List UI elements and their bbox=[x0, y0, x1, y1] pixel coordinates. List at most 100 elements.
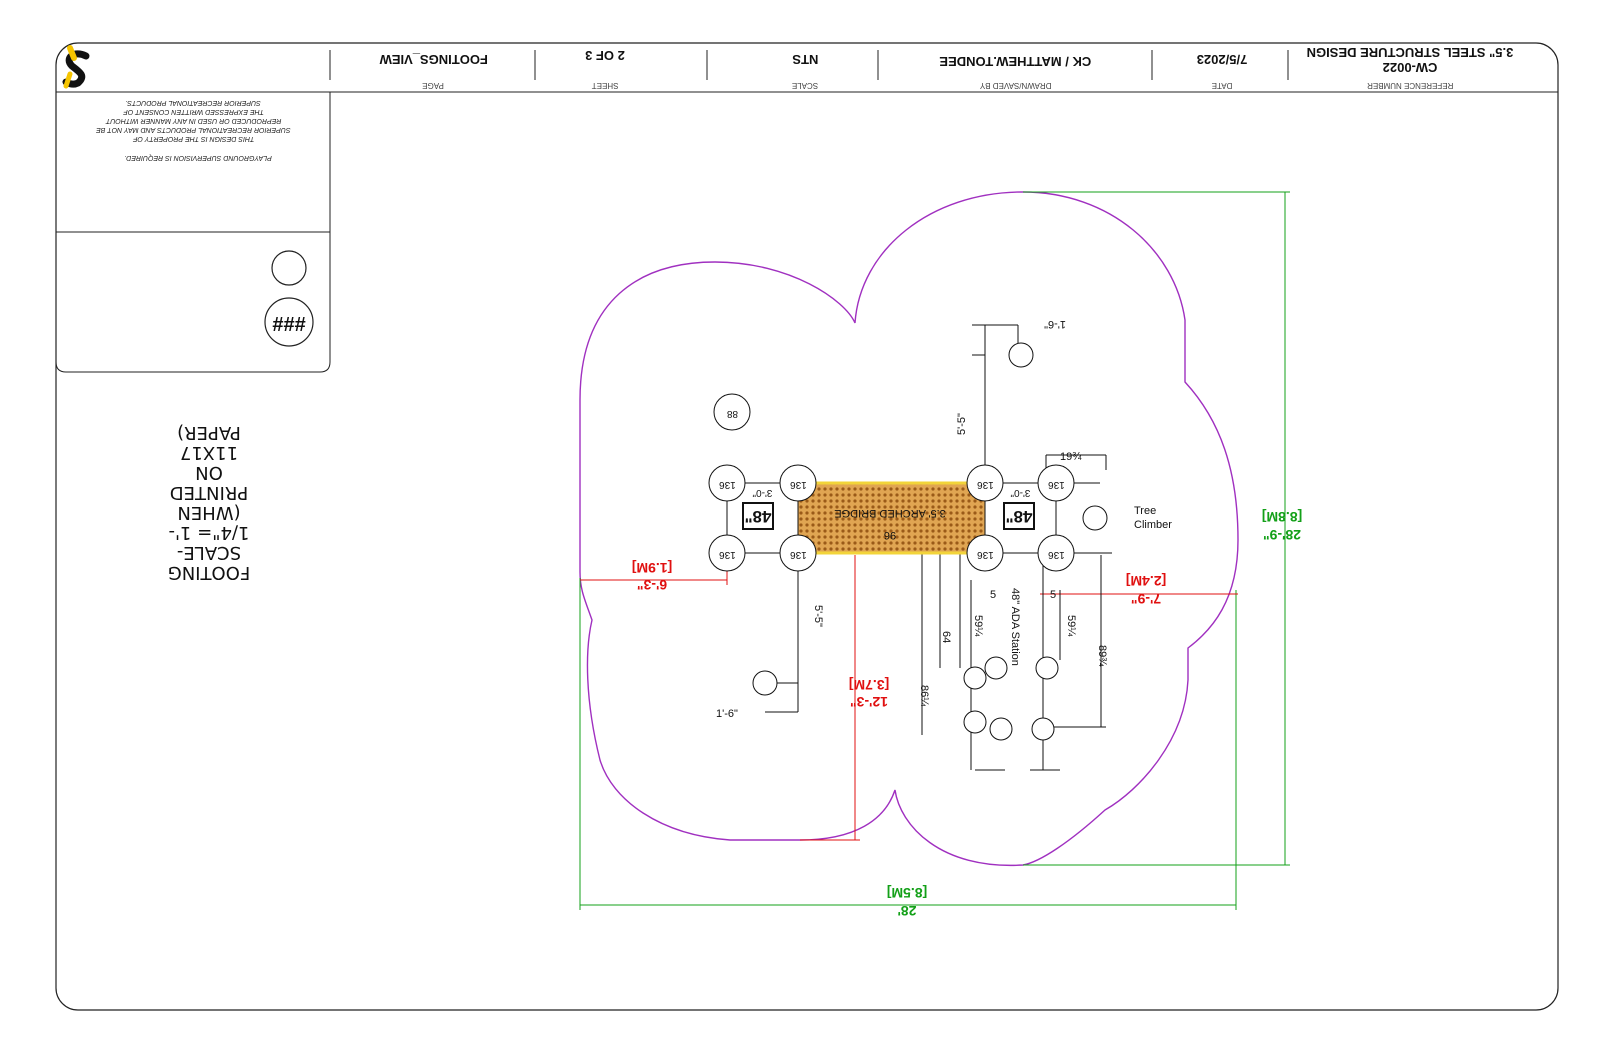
dim-5-right: 5 bbox=[1050, 589, 1056, 601]
height-dim-feet: 28'-9" bbox=[1263, 527, 1301, 543]
post-footing bbox=[966, 534, 1004, 572]
post-footing bbox=[1037, 534, 1075, 572]
use-zone-outline bbox=[579, 191, 1239, 867]
right-deck-top-label: 3'-0" bbox=[1010, 487, 1030, 498]
page-value: FOOTINGS_VIEW bbox=[379, 52, 488, 67]
small-footings bbox=[752, 342, 1108, 741]
drawn-by-label: DRAWN/SAVED BY bbox=[979, 81, 1051, 90]
post-size: 136 bbox=[719, 549, 736, 560]
badge-number: ### bbox=[272, 312, 305, 334]
dim-19-3-4: 19¾ bbox=[1060, 451, 1082, 463]
ladder-footing bbox=[752, 670, 778, 696]
dim-5-left: 5 bbox=[990, 589, 996, 601]
overall-dimensions bbox=[579, 191, 1290, 910]
width-dim-metric: [8.5M] bbox=[887, 885, 927, 901]
post-size: 136 bbox=[1048, 549, 1065, 560]
left-deck-top-label: 3'-0" bbox=[752, 487, 772, 498]
sheet-border bbox=[55, 42, 1559, 1011]
drawn-by-value: CK / MATTHEW.TONDEE bbox=[939, 54, 1091, 69]
company-logo bbox=[62, 45, 93, 89]
ada-footing bbox=[984, 656, 1008, 680]
post-footing bbox=[1037, 464, 1075, 502]
post-footing bbox=[708, 534, 746, 572]
arched-bridge: 3.5' ARCHED BRIDGE 96 bbox=[797, 481, 986, 555]
tree-climber-footing bbox=[1082, 505, 1108, 531]
reference-title: 3.5" STEEL STRUCTURE DESIGN bbox=[1307, 45, 1514, 60]
left-dim-feet: 6'-3" bbox=[637, 577, 667, 593]
post-size: 136 bbox=[719, 479, 736, 490]
post-size: 136 bbox=[977, 479, 994, 490]
note-property-3: REPRODUCED OR USED IN ANY MANNER WITHOUT bbox=[105, 117, 281, 124]
post-footing bbox=[966, 464, 1004, 502]
height-dim-metric: [8.8M] bbox=[1262, 509, 1302, 525]
bridge-length: 96 bbox=[884, 529, 896, 541]
scale-note-line-5: PRINTED bbox=[170, 482, 248, 503]
scale-note-line-1: FOOTING bbox=[168, 562, 250, 583]
page-label: PAGE bbox=[422, 81, 444, 90]
note-supervision: PLAYGROUND SUPERVISION IS REQUIRED. bbox=[124, 154, 272, 161]
ada-footing bbox=[1031, 717, 1055, 741]
note-property-2: SUPERIOR RECREATIONAL PRODUCTS AND MAY N… bbox=[96, 126, 291, 133]
post-size: 136 bbox=[977, 549, 994, 560]
scale-note-line-7: 11X17 bbox=[180, 442, 238, 463]
ada-footing bbox=[963, 666, 987, 690]
blank-circle-badge bbox=[271, 250, 307, 286]
dim-89-3-4: 89¾ bbox=[1096, 645, 1108, 667]
ada-footing bbox=[989, 717, 1013, 741]
post-size: 136 bbox=[790, 549, 807, 560]
post-footings: 136 136 136 136 136 136 136 136 88 bbox=[708, 393, 1075, 572]
left-dim-metric: [1.9M] bbox=[632, 560, 672, 576]
ada-station-label: 48" ADA Station bbox=[1009, 588, 1021, 666]
post-footing bbox=[779, 534, 817, 572]
scale-note-line-6: ON bbox=[195, 462, 223, 483]
scale-note: FOOTING SCALE- 1/4"= 1'- (WHEN PRINTED O… bbox=[168, 422, 250, 583]
left-deck: 48" 3'-0" bbox=[742, 487, 774, 530]
note-property-5: SUPERIOR RECREATIONAL PRODUCTS. bbox=[125, 99, 261, 106]
right-dim-feet: 7'-9" bbox=[1131, 591, 1161, 607]
post-footing bbox=[708, 464, 746, 502]
reference-number: CW-0022 bbox=[1383, 60, 1438, 75]
ladder-offset-bottom: 1'-6" bbox=[716, 708, 738, 720]
date-label: DATE bbox=[1212, 81, 1233, 90]
post-size: 136 bbox=[1048, 479, 1065, 490]
left-deck-height: 48" bbox=[745, 507, 772, 526]
note-property-4: THE EXPRESSED WRITTEN CONSENT OF bbox=[123, 108, 264, 115]
ada-footing bbox=[963, 710, 987, 734]
ladder-length-bottom: 5'-5" bbox=[812, 605, 824, 627]
right-dim-metric: [2.4M] bbox=[1126, 573, 1166, 589]
post-size-88: 88 bbox=[726, 408, 738, 419]
clearance-dimensions bbox=[580, 555, 1238, 841]
right-deck: 48" 3'-0" bbox=[1003, 487, 1035, 530]
date-value: 7/5/2023 bbox=[1197, 52, 1248, 67]
dim-86-1-4: 86¼ bbox=[918, 685, 930, 707]
scale-note-line-3: 1/4"= 1'- bbox=[169, 522, 250, 543]
sheet-value: 2 OF 3 bbox=[585, 48, 625, 63]
title-block: 3.5" STEEL STRUCTURE DESIGN CW-0022 REFE… bbox=[56, 45, 1558, 93]
scale-value: NTS bbox=[792, 52, 818, 67]
sheet-label: SHEET bbox=[592, 81, 619, 90]
scale-note-line-4: (WHEN bbox=[177, 502, 240, 523]
number-circle-badge bbox=[264, 297, 314, 347]
scale-label: SCALE bbox=[792, 81, 818, 90]
ladder-length-top: 5'-5" bbox=[956, 413, 968, 435]
mid-dim-metric: [3.7M] bbox=[849, 677, 889, 693]
scale-note-line-8: PAPER) bbox=[177, 422, 241, 443]
note-property-1: THIS DESIGN IS THE PROPERTY OF bbox=[132, 135, 254, 142]
ada-footing bbox=[1035, 656, 1059, 680]
dim-59-1-4-right: 59¼ bbox=[1065, 615, 1077, 637]
width-dim-feet: 28' bbox=[898, 903, 917, 919]
post-size: 136 bbox=[790, 479, 807, 490]
tree-climber-label-2: Climber bbox=[1134, 519, 1172, 531]
right-deck-height: 48" bbox=[1006, 507, 1033, 526]
post-footing bbox=[779, 464, 817, 502]
scale-note-line-2: SCALE- bbox=[177, 542, 241, 563]
ladder-offset-top: 1'-6" bbox=[1044, 318, 1066, 330]
dim-64: 64 bbox=[940, 631, 952, 643]
post-footing bbox=[713, 393, 751, 431]
notes-box: SUPERIOR RECREATIONAL PRODUCTS. THE EXPR… bbox=[55, 91, 331, 373]
mid-dim-feet: 12'-3" bbox=[850, 694, 888, 710]
bridge-label: 3.5' ARCHED BRIDGE bbox=[834, 507, 946, 519]
reference-label: REFERENCE NUMBER bbox=[1367, 81, 1453, 90]
ladder-footing bbox=[1008, 342, 1034, 368]
